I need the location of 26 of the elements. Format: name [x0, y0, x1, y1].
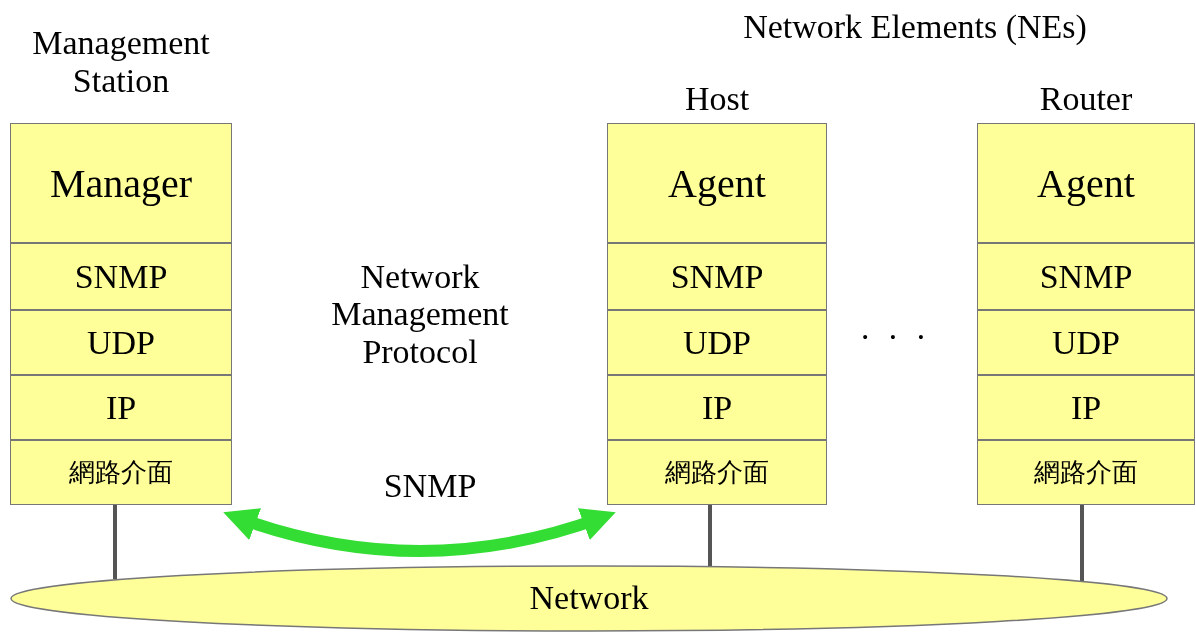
application-layer-box: Agent [607, 123, 827, 243]
network-layer-box: IP [10, 375, 232, 440]
stack-heading: Router [1038, 79, 1134, 120]
interface-layer-box: 網路介面 [10, 440, 232, 505]
stack-heading: Management Station [31, 23, 211, 101]
protocol-layer-box: SNMP [10, 243, 232, 310]
connector-line [708, 505, 712, 566]
arrow [223, 507, 616, 557]
group-heading: Network Elements (NEs) [742, 8, 1088, 46]
connector-line [113, 505, 117, 579]
application-layer-box: Manager [10, 123, 232, 243]
transport-layer-box: UDP [977, 310, 1195, 375]
interface-layer-box: 網路介面 [977, 440, 1195, 505]
transport-layer-box: UDP [607, 310, 827, 375]
transport-layer-box: UDP [10, 310, 232, 375]
application-layer-box: Agent [977, 123, 1195, 243]
interface-layer-box: 網路介面 [607, 440, 827, 505]
protocol-layer-box: SNMP [607, 243, 827, 310]
protocol-layer-box: SNMP [977, 243, 1195, 310]
network-layer-box: IP [607, 375, 827, 440]
connector-line [1080, 505, 1084, 581]
protocol-note: Network Management Protocol [330, 258, 510, 371]
stack-heading: Host [683, 79, 751, 120]
network-label: Network [528, 579, 650, 617]
network-layer-box: IP [977, 375, 1195, 440]
ellipsis: · · · [858, 318, 932, 356]
